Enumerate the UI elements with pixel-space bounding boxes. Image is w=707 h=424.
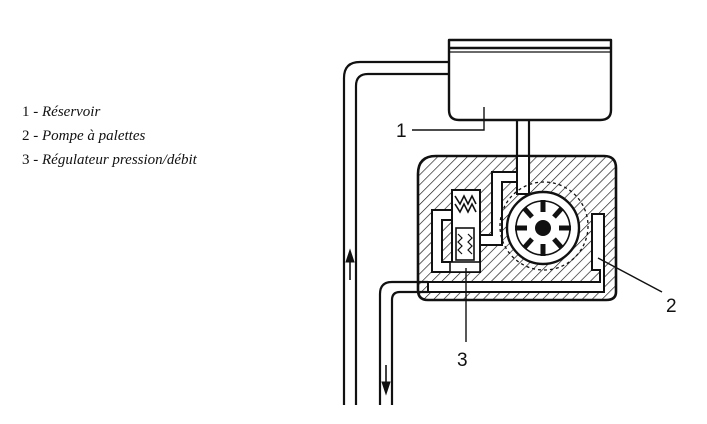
legend-item-regulator: 3 - Régulateur pression/débit — [22, 148, 197, 172]
legend-term: Pompe à palettes — [42, 128, 146, 144]
legend-separator: - — [29, 104, 42, 120]
legend-term: Réservoir — [42, 104, 101, 120]
pressure-line — [378, 280, 428, 405]
pressure-arrow-icon — [381, 365, 391, 396]
legend-separator: - — [29, 128, 42, 144]
legend-number: 1 — [22, 104, 30, 120]
legend-item-reservoir: 1 - Réservoir — [22, 100, 197, 124]
legend-separator: - — [29, 152, 42, 168]
callout-regulator: 3 — [457, 350, 468, 371]
vane-pump-rotor — [499, 181, 589, 271]
callout-reservoir: 1 — [396, 121, 407, 142]
return-line — [342, 60, 449, 405]
reservoir-tank — [447, 38, 613, 122]
callout-leaders — [412, 107, 663, 342]
legend-number: 2 — [22, 128, 30, 144]
legend-term: Régulateur pression/débit — [42, 152, 197, 168]
return-arrow-icon — [345, 248, 355, 280]
legend-item-pump: 2 - Pompe à palettes — [22, 124, 197, 148]
callout-pump: 2 — [666, 296, 677, 317]
legend: 1 - Réservoir 2 - Pompe à palettes 3 - R… — [22, 100, 197, 172]
legend-number: 3 — [22, 152, 30, 168]
regulator-valve — [449, 194, 481, 273]
